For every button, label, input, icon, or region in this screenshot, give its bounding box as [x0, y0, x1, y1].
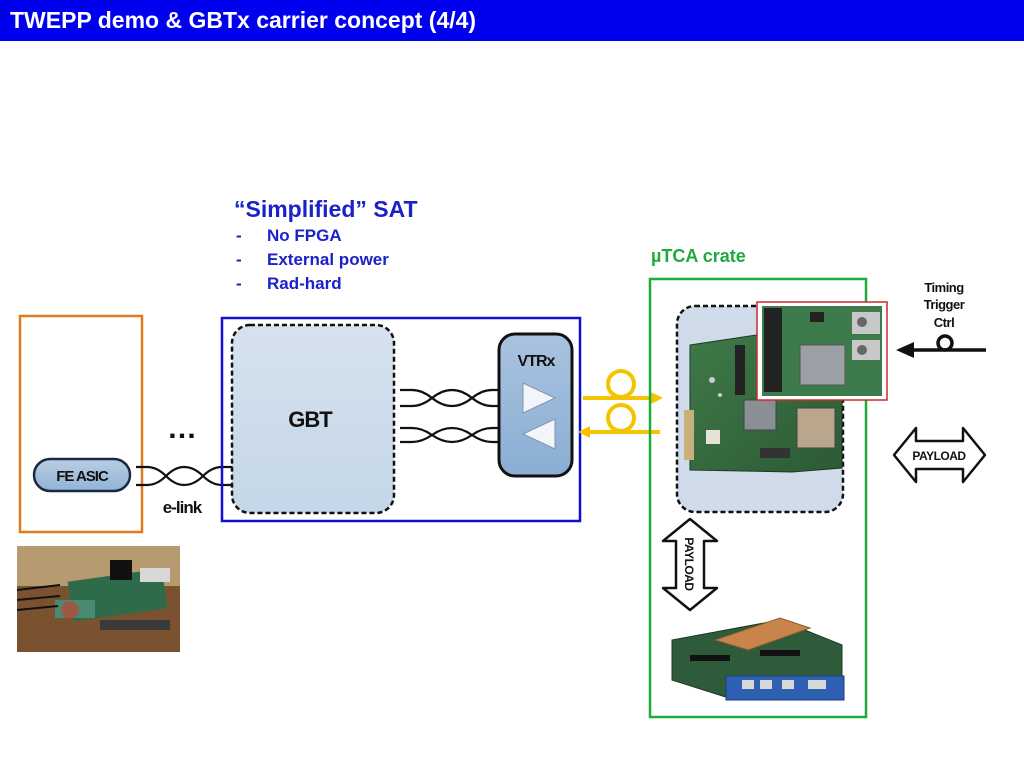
front-end-box [18, 314, 144, 534]
payload-double-arrow-vertical [661, 517, 719, 612]
bullet-text: No FPGA [267, 226, 342, 245]
timing-label-line: Trigger [924, 297, 965, 312]
downlink-arrowhead [578, 426, 590, 438]
gbt-vtrx-links [400, 388, 498, 444]
elink-label: e-link [163, 498, 203, 517]
timing-input-arrow [896, 334, 986, 358]
payload-double-arrow-horizontal [892, 426, 987, 484]
elink-twisted-pair [136, 465, 234, 487]
fe-asic-label: FE ASIC [56, 468, 109, 485]
bullet-text: External power [267, 250, 389, 269]
mezzanine-board-image [762, 306, 882, 396]
sat-heading: “Simplified” SAT [234, 196, 418, 222]
timing-label-line: Ctrl [934, 315, 954, 330]
bullet-dash: - [236, 274, 242, 293]
bullet-text: Rad-hard [267, 274, 342, 293]
sat-bullet: - Rad-hard [236, 274, 389, 298]
gbt-block [230, 323, 396, 515]
sat-bullet-list: - No FPGA - External power - Rad-hard [236, 226, 389, 298]
transmitter-icon [522, 382, 557, 414]
bullet-dash: - [236, 226, 242, 245]
uplink-arrowhead [651, 392, 663, 404]
receiver-icon [521, 418, 556, 450]
optical-fibers [583, 369, 660, 434]
slide-title: TWEPP demo & GBTx carrier concept (4/4) [10, 7, 477, 33]
vtrx-label: VTRx [518, 353, 556, 370]
slide-title-bar: TWEPP demo & GBTx carrier concept (4/4) [0, 0, 1024, 41]
gbt-label: GBT [288, 407, 333, 432]
timing-trigger-ctrl-label: Timing Trigger Ctrl [924, 280, 966, 330]
timing-label-line: Timing [924, 280, 964, 295]
simplified-sat-box [220, 316, 582, 523]
sat-bullet: - No FPGA [236, 226, 389, 250]
fe-asic-block [32, 457, 132, 493]
utca-crate-label: µTCA crate [651, 246, 746, 266]
sat-bullet: - External power [236, 250, 389, 274]
payload-label-vertical: PAYLOAD [682, 537, 696, 591]
payload-label-horizontal: PAYLOAD [912, 449, 966, 463]
bullet-dash: - [236, 250, 242, 269]
amc-card-image [671, 617, 845, 701]
utca-crate-box [648, 277, 868, 719]
demo-setup-photo [16, 546, 180, 652]
ellipsis-dots: … [167, 412, 197, 445]
